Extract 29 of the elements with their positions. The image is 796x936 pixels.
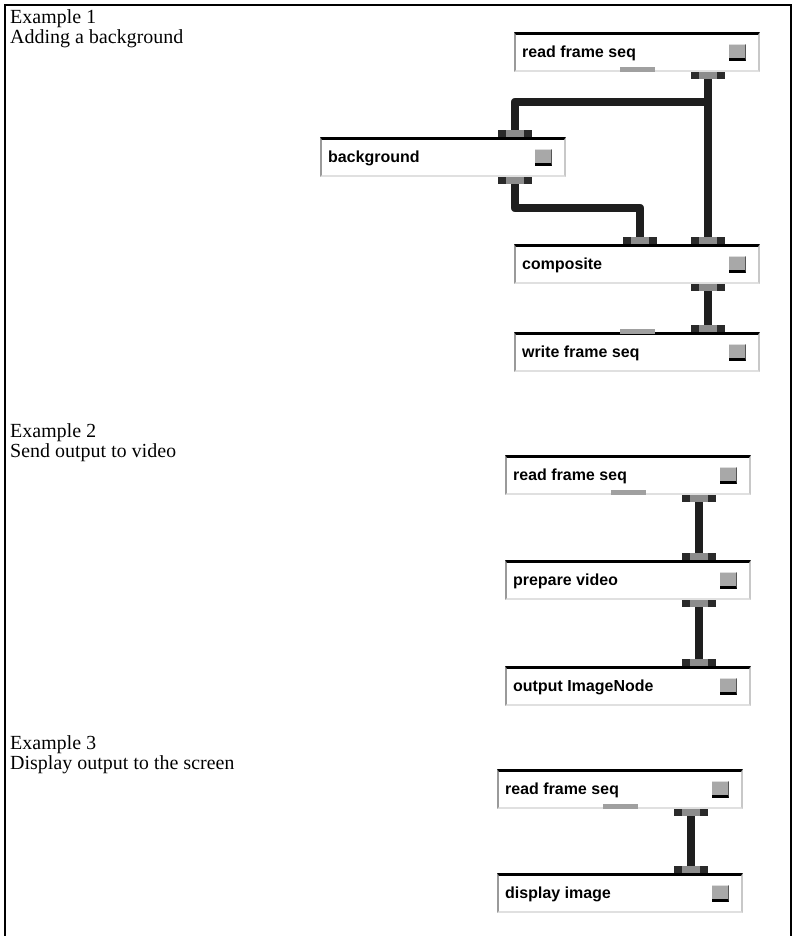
module-box	[505, 666, 751, 706]
module-name: background	[328, 148, 420, 168]
module-box	[514, 244, 760, 284]
connector-line	[682, 495, 716, 560]
module-name: write frame seq	[522, 342, 640, 362]
example-label: Send output to video	[10, 440, 176, 462]
module-box	[505, 560, 751, 600]
connector-line	[691, 284, 725, 332]
module-name: read frame seq	[522, 42, 636, 62]
module-box	[497, 873, 743, 913]
module-box	[505, 455, 751, 495]
module-name: read frame seq	[505, 780, 619, 800]
example-label: Example 1	[10, 6, 96, 28]
module-name: display image	[505, 884, 611, 904]
example-label: Adding a background	[10, 26, 184, 48]
module-name: read frame seq	[513, 466, 627, 486]
module-name: prepare video	[513, 570, 618, 590]
connector-line	[682, 600, 716, 666]
example-label: Example 2	[10, 420, 96, 442]
example-label: Display output to the screen	[10, 752, 234, 774]
module-name: output ImageNode	[513, 676, 654, 696]
module-name: composite	[522, 254, 602, 274]
example-label: Example 3	[10, 732, 96, 754]
connector-line	[498, 177, 657, 244]
module-box	[497, 769, 743, 809]
module-box	[514, 32, 760, 72]
module-box	[514, 332, 760, 372]
module-box	[320, 137, 566, 177]
connector-line	[674, 809, 708, 873]
